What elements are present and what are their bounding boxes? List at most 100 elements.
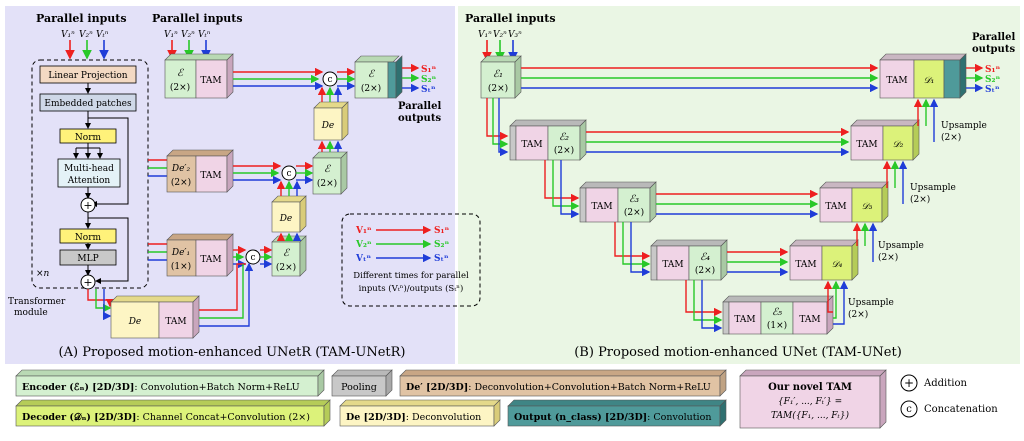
- panel-b: Parallel inputs V₁ⁿ V₂ⁿ V₃ⁿ ℰ₁ (2×) TAM …: [465, 12, 1015, 360]
- v-label-1: V₁ⁿ: [61, 30, 75, 40]
- top-tam-block: [195, 59, 228, 99]
- panel-b-v3: V₃ⁿ: [508, 30, 522, 40]
- legend-st: Sₜⁿ: [434, 254, 449, 264]
- legend-output-bold: Output (n_class) [2D/3D]: [514, 412, 647, 423]
- low-tam-label: TAM: [200, 255, 221, 265]
- output-encoder-symbol: ℰ: [368, 69, 375, 80]
- legend-vt: Vₜⁿ: [355, 254, 371, 264]
- panel-b-parallel-outputs-line2: outputs: [972, 44, 1015, 55]
- mid-v-label-1: V₁ⁿ: [164, 30, 178, 40]
- pooling-4: [650, 245, 658, 281]
- mlp-label: MLP: [77, 254, 98, 264]
- low-encoder-factor: (2×): [276, 262, 296, 273]
- bottom-tam-label: TAM: [165, 317, 186, 327]
- output-st-label: Sₜⁿ: [421, 85, 436, 95]
- concatenation-icon-symbol: c: [906, 404, 912, 415]
- output-encoder-factor: (2×): [361, 83, 381, 94]
- low-encoder-symbol: ℰ: [283, 248, 290, 259]
- de-lower-label: De: [279, 214, 293, 224]
- transformer-label-line1: Transformer: [8, 297, 66, 307]
- top-tam-label: TAM: [200, 76, 221, 86]
- parallel-inputs-left-label: Parallel inputs: [36, 12, 127, 25]
- legend-de-rest: : Deconvolution: [406, 412, 482, 423]
- legend-deprime-rest: : Deconvolution+Convolution+Batch Norm+R…: [468, 382, 711, 393]
- decoder-2-block: [882, 125, 914, 161]
- legend-pooling-label: Pooling: [341, 382, 377, 393]
- transformer-label-line2: module: [14, 308, 48, 318]
- mid-tam-block: [195, 155, 228, 193]
- top-encoder-factor: (2×): [170, 82, 190, 93]
- low-encoder-block: [271, 241, 301, 277]
- mid-encoder-symbol: ℰ: [324, 164, 331, 175]
- tam-4-block: [656, 245, 690, 281]
- encoder-4-symbol: ℰ₄: [700, 252, 710, 263]
- de1prime-block: [166, 239, 197, 277]
- legend-tam-box: [739, 375, 881, 429]
- legend-s2: S₂ⁿ: [434, 240, 449, 250]
- legend-concatenation-label: Concatenation: [924, 404, 998, 415]
- de2prime-factor: (2×): [171, 177, 191, 188]
- de-block-upper: [313, 107, 343, 141]
- svg-text:De [2D/3D]: Deconvolution: De [2D/3D]: Deconvolution: [346, 412, 481, 423]
- output-s2-label: S₂ⁿ: [421, 75, 436, 85]
- encoder-3-symbol: ℰ₃: [629, 194, 639, 205]
- legend-s1: S₁ⁿ: [434, 226, 449, 236]
- legend-output-rest: : Convolution: [647, 412, 711, 423]
- repeat-label: ×n: [36, 269, 50, 279]
- pooling-3: [579, 187, 587, 223]
- pooling-2: [509, 125, 517, 161]
- concat-symbol-mid: c: [286, 169, 291, 179]
- encoder-1-block: [480, 61, 516, 99]
- upsample-2-label: Upsample: [910, 183, 956, 193]
- low-tam-block: [195, 239, 228, 277]
- decoder-1-label: 𝒟₁: [924, 76, 935, 86]
- decoder-1-block: [913, 59, 945, 99]
- timing-legend-box: [341, 213, 481, 307]
- panel-b-parallel-inputs: Parallel inputs: [465, 12, 556, 25]
- upsample-3-label: Upsample: [878, 241, 924, 251]
- v-label-2: V₂ⁿ: [79, 30, 93, 40]
- mid-v-label-2: V₂ⁿ: [181, 30, 195, 40]
- de1prime-symbol: De′₁: [171, 248, 190, 258]
- bottom-de-block: [110, 301, 160, 339]
- tam-2-block: [515, 125, 549, 161]
- decoder-2-tam-label: TAM: [856, 140, 877, 150]
- legend-v1: V₁ⁿ: [355, 226, 372, 236]
- top-encoder-block: [164, 59, 197, 99]
- panel-a-caption: (A) Proposed motion-enhanced UNetR (TAM-…: [59, 345, 406, 360]
- encoder-4-factor: (2×): [695, 265, 715, 276]
- panel-b-v1: V₁ⁿ: [478, 30, 492, 40]
- de-upper-label: De: [321, 121, 335, 131]
- decoder-2-label: 𝒟₂: [893, 140, 904, 150]
- legend-v2: V₂ⁿ: [355, 240, 372, 250]
- norm-label-1: Norm: [75, 133, 102, 143]
- legend-tam-title: Our novel TAM: [768, 382, 852, 393]
- encoder-2-factor: (2×): [554, 145, 574, 156]
- mid-tam-label: TAM: [200, 171, 221, 181]
- legend-tam-formula-1: {F₁′, ..., Fₜ′} =: [778, 397, 842, 407]
- panel-b-s2: S₂ⁿ: [985, 75, 1000, 85]
- svg-text:Encoder (ℰₙ) [2D/3D]: Convolut: Encoder (ℰₙ) [2D/3D]: Convolution+Batch …: [22, 382, 300, 393]
- upsample-4-label: Upsample: [848, 298, 894, 308]
- decoder-3-label: 𝒟₃: [862, 202, 873, 212]
- svg-text:Output (n_class) [2D/3D]: Conv: Output (n_class) [2D/3D]: Convolution: [514, 412, 711, 423]
- panel-b-v2: V₂ⁿ: [493, 30, 507, 40]
- encoder-3-block: [617, 187, 651, 223]
- parallel-outputs-line2: outputs: [398, 113, 441, 124]
- encoder-2-block: [547, 125, 581, 161]
- parallel-outputs-line1: Parallel: [398, 101, 441, 112]
- pooling-5: [722, 301, 730, 335]
- upsample-1-label: Upsample: [941, 121, 987, 131]
- decoder-1-tam-label: TAM: [886, 76, 907, 86]
- de-block-lower: [271, 201, 301, 233]
- legend-decoder-rest: : Channel Concat+Convolution (2×): [136, 412, 310, 423]
- output-conv-block-a: [387, 61, 397, 99]
- panel-a: Parallel inputs V₁ⁿ V₂ⁿ Vₜⁿ Linear Proje…: [8, 12, 481, 360]
- mha-label-line1: Multi-head: [64, 164, 114, 174]
- embedded-patches-label: Embedded patches: [44, 99, 132, 109]
- encoder-5-factor: (1×): [767, 320, 787, 331]
- tam-4-label: TAM: [662, 260, 683, 270]
- multi-head-attention-block: [57, 158, 121, 188]
- top-encoder-symbol: ℰ: [177, 68, 184, 79]
- svg-text:Decoder (𝒟ₙ) [2D/3D]: Channel: Decoder (𝒟ₙ) [2D/3D]: Channel Concat+Con…: [22, 411, 310, 423]
